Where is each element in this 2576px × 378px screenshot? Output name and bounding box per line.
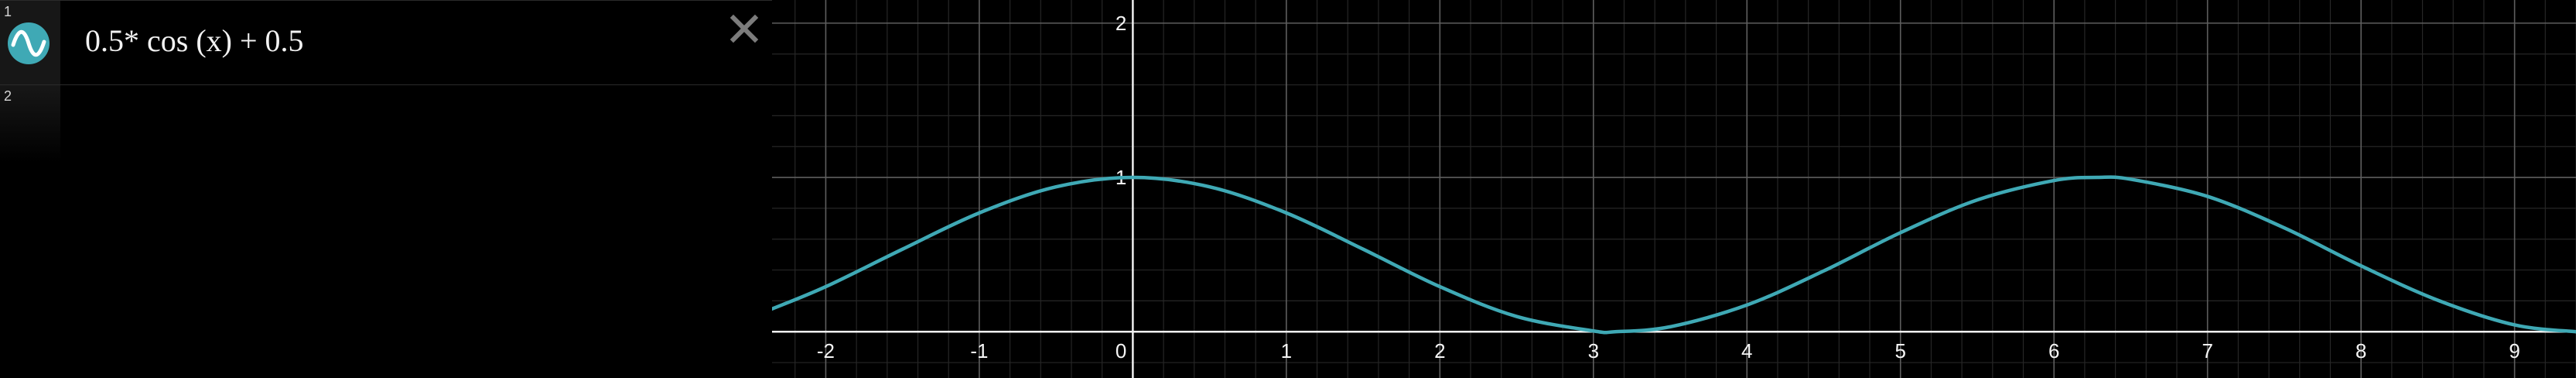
function-curve[interactable] [772, 175, 2576, 335]
x-tick-label: 3 [1588, 339, 1599, 363]
x-tick-label: 8 [2356, 339, 2366, 363]
x-tick-label: 0 [1115, 339, 1126, 363]
y-axis-tick-labels: 1 2 [1115, 12, 1126, 189]
close-icon[interactable] [727, 12, 761, 46]
function-wave-icon[interactable] [7, 22, 50, 65]
expression-row-1[interactable]: 1 0.5* cos (x) + 0.5 [0, 0, 772, 85]
x-tick-label: 9 [2509, 339, 2520, 363]
expression-math-input[interactable]: 0.5* cos (x) + 0.5 [85, 23, 304, 58]
x-tick-label: 6 [2048, 339, 2059, 363]
x-tick-label: 4 [1741, 339, 1752, 363]
major-gridlines [772, 0, 2576, 378]
row-number: 1 [4, 4, 12, 19]
graph-canvas[interactable]: -2 -1 0 1 2 3 4 5 6 7 8 9 1 2 [772, 0, 2576, 378]
x-tick-label: 7 [2202, 339, 2212, 363]
x-tick-label: -2 [817, 339, 835, 363]
x-tick-label: 1 [1281, 339, 1292, 363]
minor-gridlines [772, 0, 2576, 378]
expression-list: 1 0.5* cos (x) + 0.5 2 [0, 0, 772, 378]
x-tick-label: 2 [1434, 339, 1445, 363]
expression-row-2[interactable]: 2 [0, 85, 772, 163]
x-tick-label: -1 [970, 339, 988, 363]
y-tick-label: 2 [1115, 12, 1126, 35]
axes [772, 0, 2576, 378]
x-tick-label: 5 [1895, 339, 1906, 363]
expression-gutter: 2 [0, 85, 60, 163]
row-number: 2 [4, 88, 12, 104]
expression-gutter: 1 [0, 1, 60, 84]
x-axis-tick-labels: -2 -1 0 1 2 3 4 5 6 7 8 9 [817, 339, 2520, 363]
